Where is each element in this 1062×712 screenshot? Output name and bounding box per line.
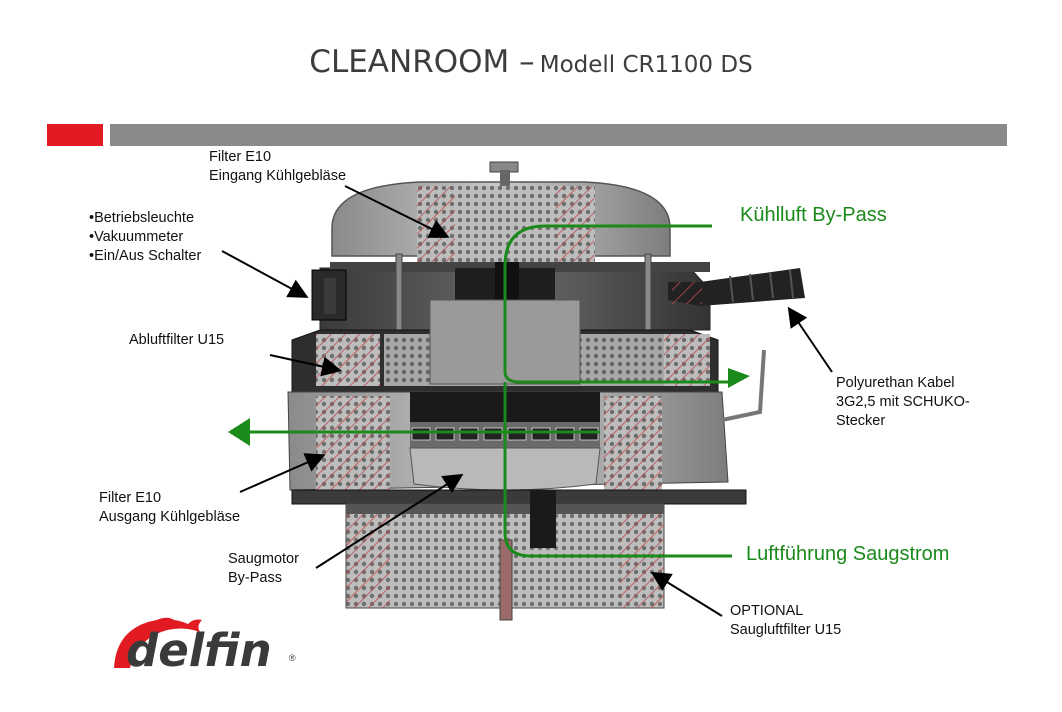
header-accent-bar bbox=[47, 124, 103, 146]
page-title: CLEANROOM – Modell CR1100 DS bbox=[0, 44, 1062, 80]
label-motor-line1: Saugmotor bbox=[228, 551, 299, 567]
label-controls-line3: •Ein/Aus Schalter bbox=[89, 248, 202, 264]
label-cable-line3: Stecker bbox=[836, 413, 886, 429]
leader-lines bbox=[221, 185, 833, 617]
label-filter-out-line2: Ausgang Kühlgebläse bbox=[99, 509, 241, 525]
exhaust-arrow bbox=[228, 418, 250, 446]
label-filter-in-line2: Eingang Kühlgebläse bbox=[209, 168, 347, 184]
label-controls: •Betriebsleuchte •Vakuummeter •Ein/Aus S… bbox=[89, 209, 201, 266]
label-motor: Saugmotor By-Pass bbox=[228, 550, 299, 588]
cable-gland bbox=[668, 268, 805, 306]
label-cable-line1: Polyurethan Kabel bbox=[836, 375, 955, 391]
label-cable: Polyurethan Kabel 3G2,5 mit SCHUKO- Stec… bbox=[836, 374, 970, 431]
cooling-airflow bbox=[250, 224, 732, 558]
cooling-outlet-arrow bbox=[728, 368, 750, 388]
label-filter-out-line1: Filter E10 bbox=[99, 490, 162, 506]
label-controls-line2: •Vakuummeter bbox=[89, 229, 184, 245]
label-cable-line2: 3G2,5 mit SCHUKO- bbox=[836, 394, 970, 410]
title-sub: Modell CR1100 DS bbox=[539, 52, 753, 78]
label-optional-filter-line2: Saugluftfilter U15 bbox=[730, 622, 842, 638]
logo-text: delfin bbox=[126, 624, 272, 677]
dolphin-icon bbox=[114, 617, 202, 668]
label-optional-filter: OPTIONAL Saugluftfilter U15 bbox=[730, 602, 841, 640]
header-bar bbox=[110, 124, 1007, 146]
flow-label-cooling: Kühlluft By-Pass bbox=[740, 204, 887, 226]
flow-label-suction: Luftführung Saugstrom bbox=[746, 543, 950, 565]
label-optional-filter-line1: OPTIONAL bbox=[730, 603, 804, 619]
title-main: CLEANROOM – bbox=[309, 44, 535, 80]
base-plate bbox=[291, 489, 747, 505]
label-motor-line2: By-Pass bbox=[228, 570, 282, 586]
label-filter-in: Filter E10 Eingang Kühlgebläse bbox=[209, 148, 346, 186]
label-filter-in-line1: Filter E10 bbox=[209, 149, 272, 165]
label-filter-out: Filter E10 Ausgang Kühlgebläse bbox=[99, 489, 240, 527]
logo-registered-mark: ® bbox=[289, 653, 296, 663]
label-exhaust-filter-line1: Abluftfilter U15 bbox=[129, 332, 225, 348]
top-dome bbox=[331, 161, 671, 262]
label-exhaust-filter: Abluftfilter U15 bbox=[129, 331, 224, 350]
label-controls-line1: •Betriebsleuchte bbox=[89, 210, 195, 226]
